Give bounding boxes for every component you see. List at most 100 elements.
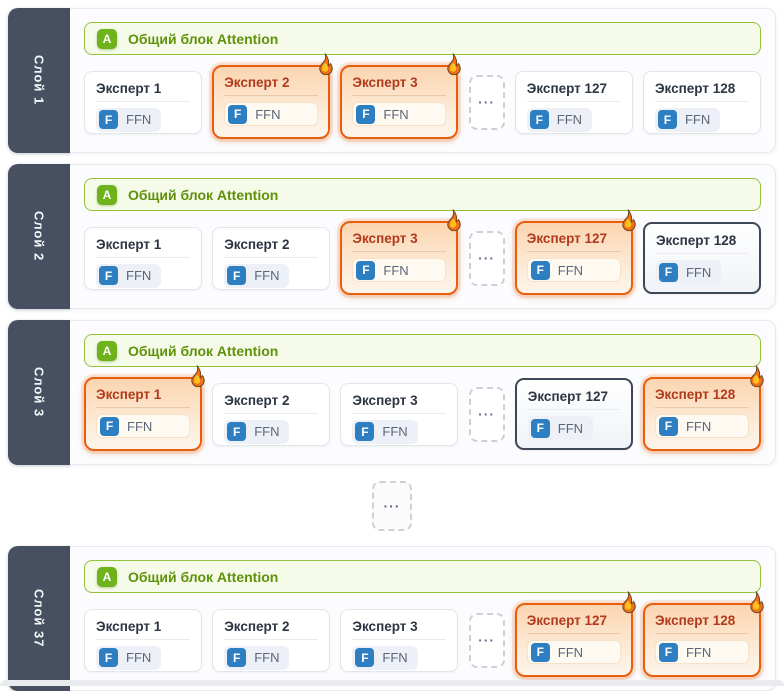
ffn-chip: F FFN — [352, 102, 446, 126]
layer-rows-container: Слой 1AОбщий блок AttentionЭксперт 1FFFN… — [8, 8, 776, 691]
layer-row: Слой 3AОбщий блок AttentionЭксперт 1FFFN… — [8, 320, 776, 465]
ffn-chip: FFFN — [224, 102, 318, 126]
expert-name: Эксперт 3 — [352, 393, 446, 408]
expert-name: Эксперт 127 — [527, 231, 621, 246]
experts-row: Эксперт 1FFFNЭксперт 2FFFNЭксперт 3FFFN·… — [84, 64, 761, 140]
expert-card-normal: Эксперт 1 F FFN — [84, 227, 202, 290]
expert-card-normal: Эксперт 128FFFN — [643, 71, 761, 134]
ffn-badge-icon: F — [99, 110, 118, 129]
expert-card-divider — [655, 407, 749, 408]
ffn-badge-icon: F — [659, 643, 678, 662]
attention-block: A Общий блок Attention — [84, 178, 761, 211]
layers-ellipsis-box: ··· — [372, 481, 412, 531]
ffn-chip: F FFN — [352, 646, 417, 670]
expert-card-divider — [352, 251, 446, 252]
ffn-label: FFN — [126, 268, 151, 283]
ffn-badge-icon: F — [227, 422, 246, 441]
ffn-badge-icon: F — [99, 266, 118, 285]
expert-card-normal: Эксперт 1 FFFN — [84, 71, 202, 134]
ffn-badge-icon: F — [530, 110, 549, 129]
ffn-label: FFN — [686, 265, 711, 280]
expert-name: Эксперт 2 — [224, 393, 318, 408]
expert-name: Эксперт 127 — [527, 613, 621, 628]
layer-row: Слой 2 A Общий блок AttentionЭксперт 1 F FFN… — [8, 164, 776, 309]
ffn-chip: FFFN — [96, 108, 161, 132]
ffn-label: FFN — [686, 645, 711, 660]
experts-ellipsis-box: ··· — [469, 613, 505, 668]
layer-label-tab: Слой 2 — [8, 164, 70, 309]
expert-card-normal: Эксперт 2 F FFN — [212, 383, 330, 446]
attention-badge-icon: A — [97, 29, 117, 49]
ffn-badge-icon: F — [356, 261, 375, 280]
expert-card-divider — [96, 101, 190, 102]
ffn-badge-icon: F — [100, 417, 119, 436]
expert-card-hot: Эксперт 3FFFN — [340, 221, 458, 295]
ffn-badge-icon: F — [227, 648, 246, 667]
expert-name: Эксперт 1 — [96, 237, 190, 252]
layer-label-tab: Слой 37 — [8, 546, 70, 691]
expert-card-hot: Эксперт 3FFFN — [340, 65, 458, 139]
ffn-chip: F FFN — [224, 420, 289, 444]
attention-block: AОбщий блок Attention — [84, 560, 761, 593]
expert-name: Эксперт 3 — [352, 619, 446, 634]
expert-card-divider — [224, 95, 318, 96]
ffn-badge-icon: F — [356, 105, 375, 124]
expert-card-hot: Эксперт 127FFFN — [515, 221, 633, 295]
expert-card-divider — [527, 101, 621, 102]
ffn-chip: F FFN — [96, 414, 190, 438]
ffn-label: FFN — [558, 263, 583, 278]
ffn-label: FFN — [127, 419, 152, 434]
expert-name: Эксперт 127 — [528, 389, 620, 404]
attention-badge-icon: A — [97, 341, 117, 361]
expert-name: Эксперт 127 — [527, 81, 621, 96]
expert-card-divider — [527, 251, 621, 252]
attention-block: AОбщий блок Attention — [84, 22, 761, 55]
ffn-badge-icon: F — [355, 422, 374, 441]
ffn-label: FFN — [382, 650, 407, 665]
expert-name: Эксперт 2 — [224, 75, 318, 90]
ffn-chip: FFFN — [656, 260, 721, 284]
layer-panel: AОбщий блок AttentionЭксперт 1FFFNЭкспер… — [70, 164, 776, 309]
expert-card-normal: Эксперт 2FFFN — [212, 609, 330, 672]
expert-name: Эксперт 128 — [655, 387, 749, 402]
ffn-badge-icon: F — [658, 110, 677, 129]
ffn-chip: FFFN — [527, 108, 592, 132]
layer-label: Слой 1 — [32, 55, 47, 105]
ffn-chip: FFFN — [527, 258, 621, 282]
expert-card-outlined: Эксперт 128FFFN — [643, 222, 761, 294]
expert-card-divider — [527, 633, 621, 634]
expert-card-normal: Эксперт 3FFFN — [340, 383, 458, 446]
expert-card-hot: Эксперт 1FFFN — [84, 377, 202, 451]
ffn-chip: FFFN — [527, 640, 621, 664]
layer-row: Слой 37AОбщий блок AttentionЭксперт 1FFF… — [8, 546, 776, 691]
ffn-label: FFN — [383, 107, 408, 122]
layer-label: Слой 2 — [32, 211, 47, 261]
experts-ellipsis-box: ··· — [469, 387, 505, 442]
ffn-badge-icon: F — [355, 648, 374, 667]
expert-card-hot: Эксперт 128F FFN — [643, 603, 761, 677]
expert-card-divider — [656, 253, 748, 254]
attention-badge-icon: A — [97, 185, 117, 205]
expert-card-normal: Эксперт 2FFFN — [212, 227, 330, 290]
expert-name: Эксперт 2 — [224, 619, 318, 634]
ffn-chip: FFFN — [655, 108, 720, 132]
ffn-chip: FFFN — [528, 416, 593, 440]
ffn-label: FFN — [686, 419, 711, 434]
expert-name: Эксперт 1 — [96, 81, 190, 96]
layer-panel: AОбщий блок AttentionЭксперт 1FFFNЭкспер… — [70, 546, 776, 691]
ffn-label: FFN — [254, 424, 279, 439]
expert-card-divider — [96, 257, 190, 258]
expert-card-hot: Эксперт 128FFFN — [643, 377, 761, 451]
layer-panel: AОбщий блок AttentionЭксперт 1FFFNЭкспер… — [70, 8, 776, 153]
ffn-chip: F FFN — [96, 264, 161, 288]
attention-title: Общий блок Attention — [128, 569, 278, 585]
layer-panel: AОбщий блок AttentionЭксперт 1FFFNЭкспер… — [70, 320, 776, 465]
expert-name: Эксперт 128 — [655, 613, 749, 628]
expert-card-hot: Эксперт 2 FFFN — [212, 65, 330, 139]
ffn-label: FFN — [254, 268, 279, 283]
attention-title: Общий блок Attention — [128, 187, 278, 203]
experts-row: Эксперт 1FFFNЭксперт 2FFFNЭксперт 3FFFN·… — [84, 602, 761, 678]
ffn-label: FFN — [126, 650, 151, 665]
experts-ellipsis-box: ··· — [469, 231, 505, 286]
ffn-badge-icon: F — [227, 266, 246, 285]
